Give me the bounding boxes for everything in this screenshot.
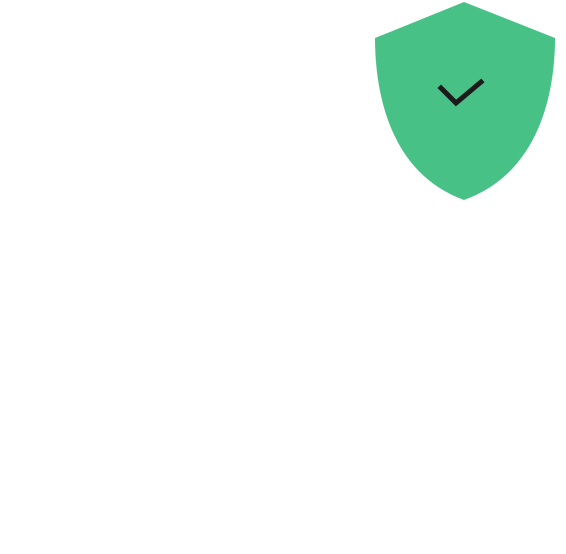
security-badge xyxy=(374,2,556,202)
shield-check-icon xyxy=(375,2,555,200)
shield-shape xyxy=(375,2,555,200)
check-mark xyxy=(437,78,485,107)
